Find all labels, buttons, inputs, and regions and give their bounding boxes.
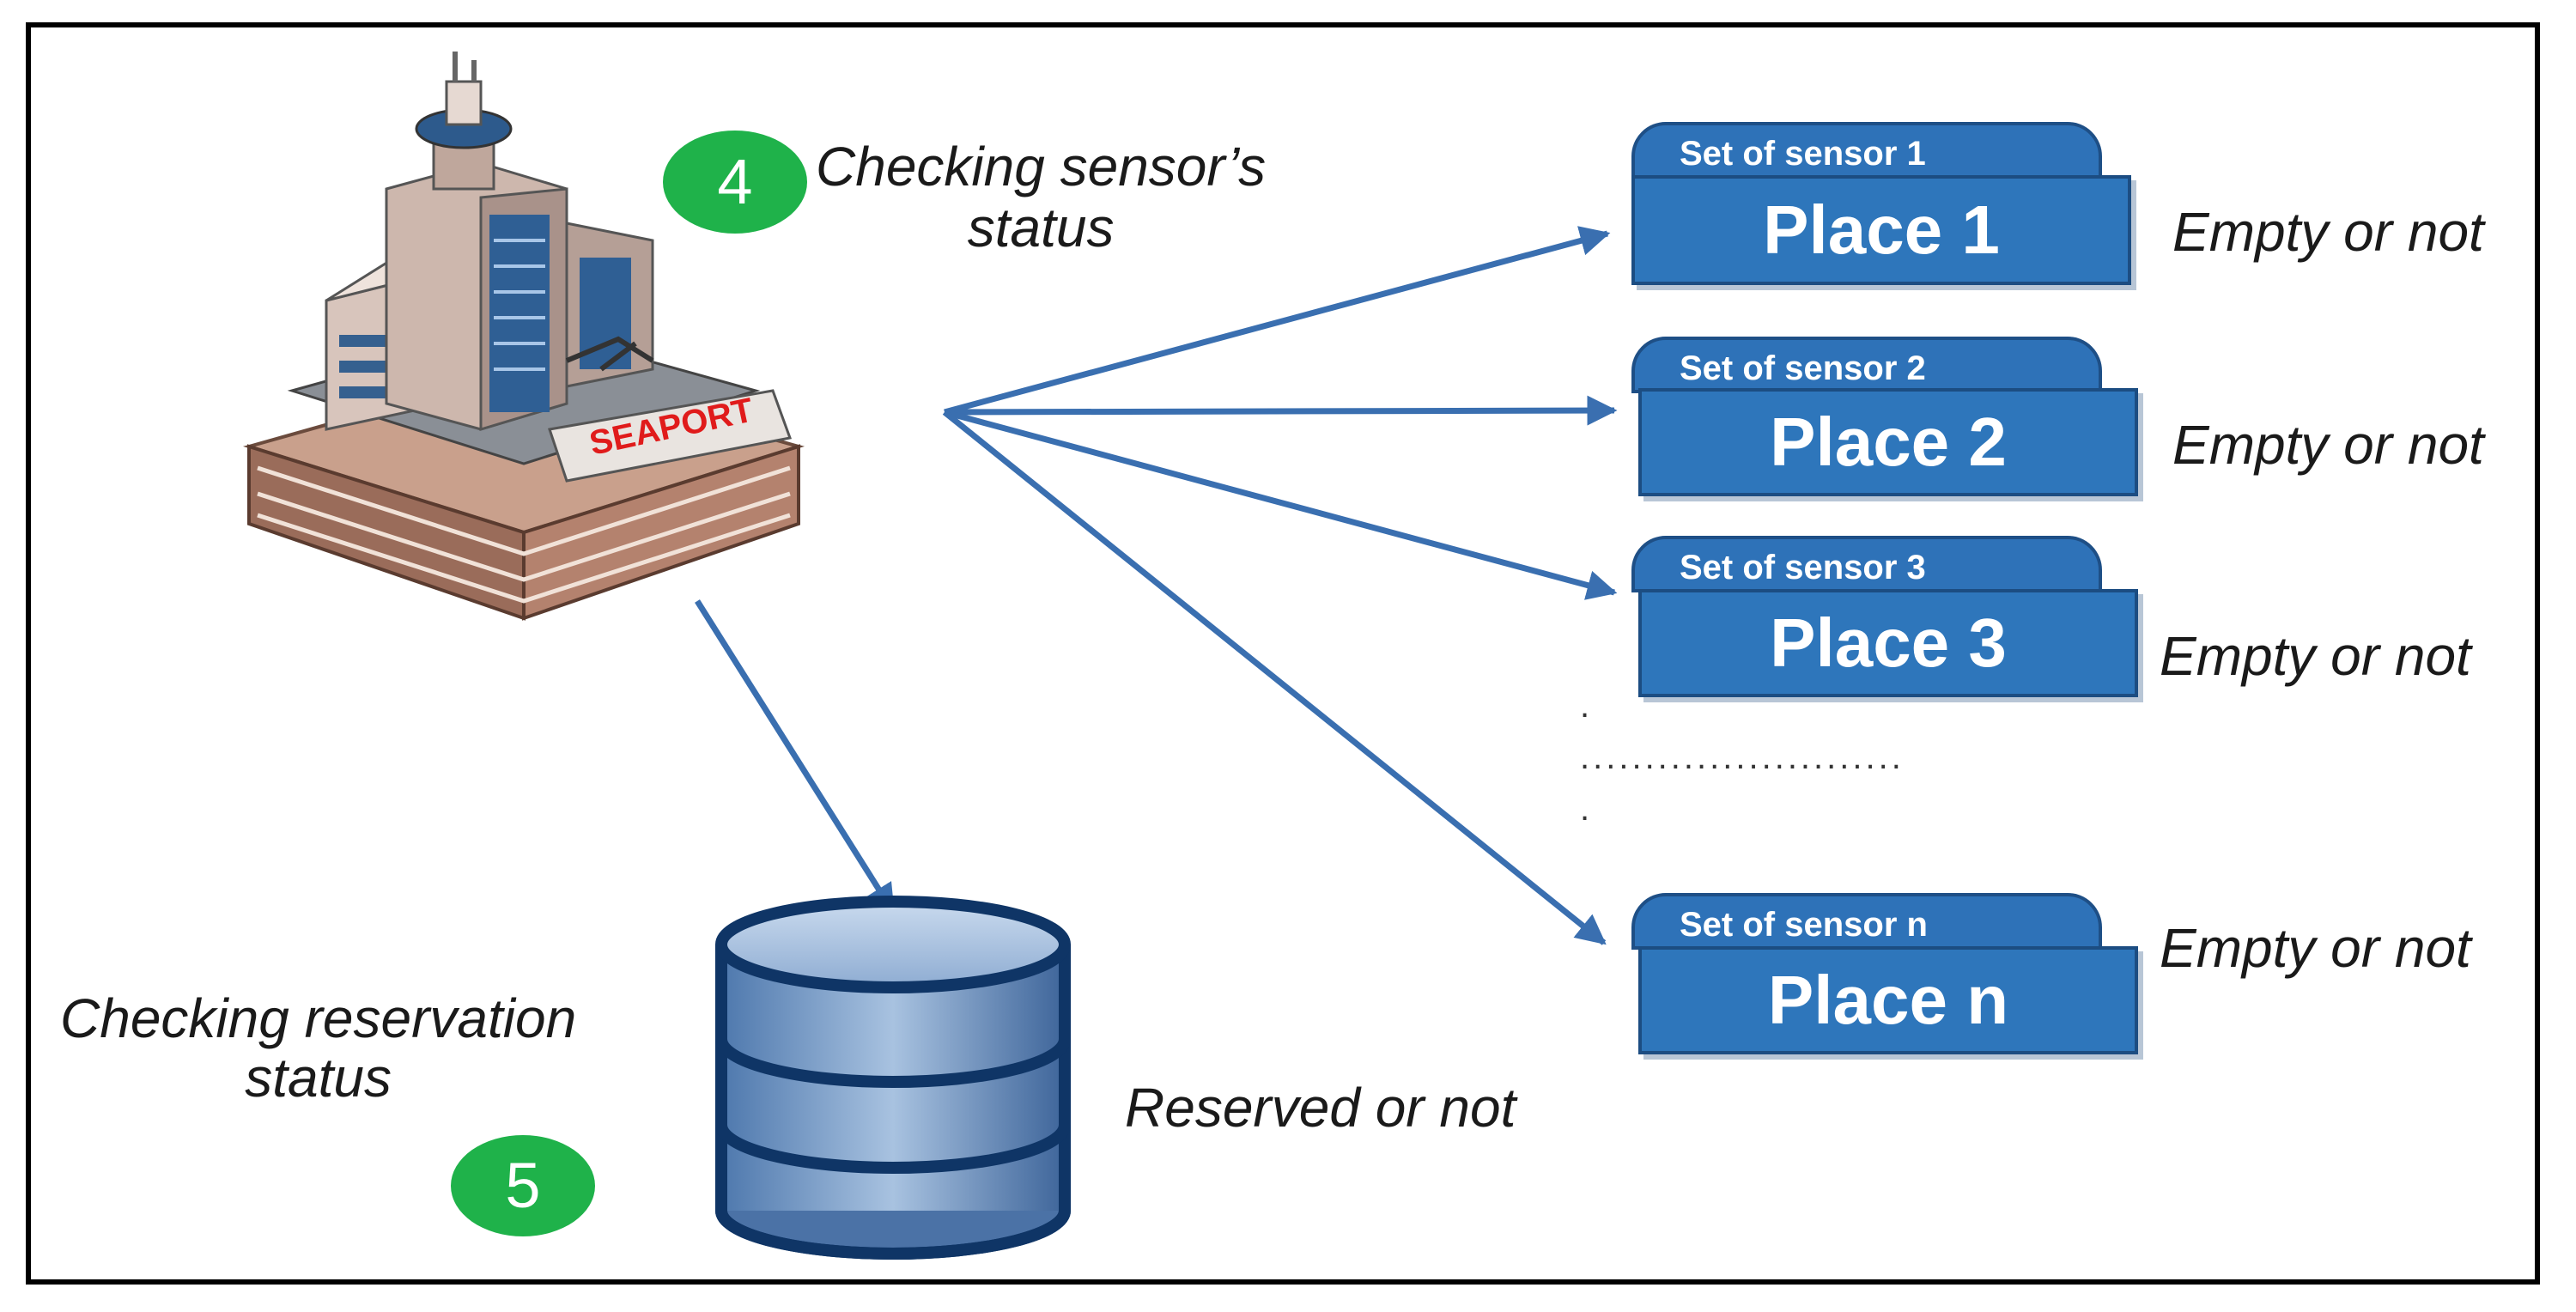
step-4-badge: 4 [663,131,807,234]
place-box-3: Place 3 [1638,589,2138,697]
arrow-to-place-2 [944,395,1618,426]
place-3-status: Empty or not [2160,625,2471,687]
sensor-set-tab-1: Set of sensor 1 [1631,122,2102,179]
database-status-label: Reserved or not [1125,1077,1516,1139]
sensor-set-tab-n: Set of sensor n [1631,893,2102,950]
place-box-1: Place 1 [1631,175,2131,285]
sensor-set-tab-2: Set of sensor 2 [1631,337,2102,393]
arrow-to-place-1 [944,226,1611,416]
reservation-check-label-line2: status [245,1047,392,1109]
sensor-check-label-line2: status [967,197,1115,259]
reservation-check-label: Checking reservation status [60,987,577,1109]
ellipsis-dot-top: . [1580,687,1594,725]
ellipsis-dot-bottom: . [1580,790,1594,828]
database-icon [715,896,1071,1260]
sensor-arrows [942,226,1618,945]
arrow-to-place-n [942,410,1607,945]
place-1-status: Empty or not [2172,201,2484,263]
ellipsis-row: ......................... [1580,738,1905,776]
building-icon: SEAPORT [242,52,805,621]
sensor-check-label-line1: Checking sensor’s [816,136,1267,197]
step-5-badge: 5 [451,1135,595,1236]
sensor-check-label: Checking sensor’s status [816,137,1266,258]
place-n-status: Empty or not [2160,917,2471,979]
arrow-to-place-3 [944,409,1618,600]
place-box-n: Place n [1638,946,2138,1054]
place-2-status: Empty or not [2172,414,2484,476]
arrow-to-database [695,599,896,914]
place-box-2: Place 2 [1638,388,2138,496]
reservation-check-label-line1: Checking reservation [60,987,577,1049]
sensor-set-tab-3: Set of sensor 3 [1631,536,2102,592]
